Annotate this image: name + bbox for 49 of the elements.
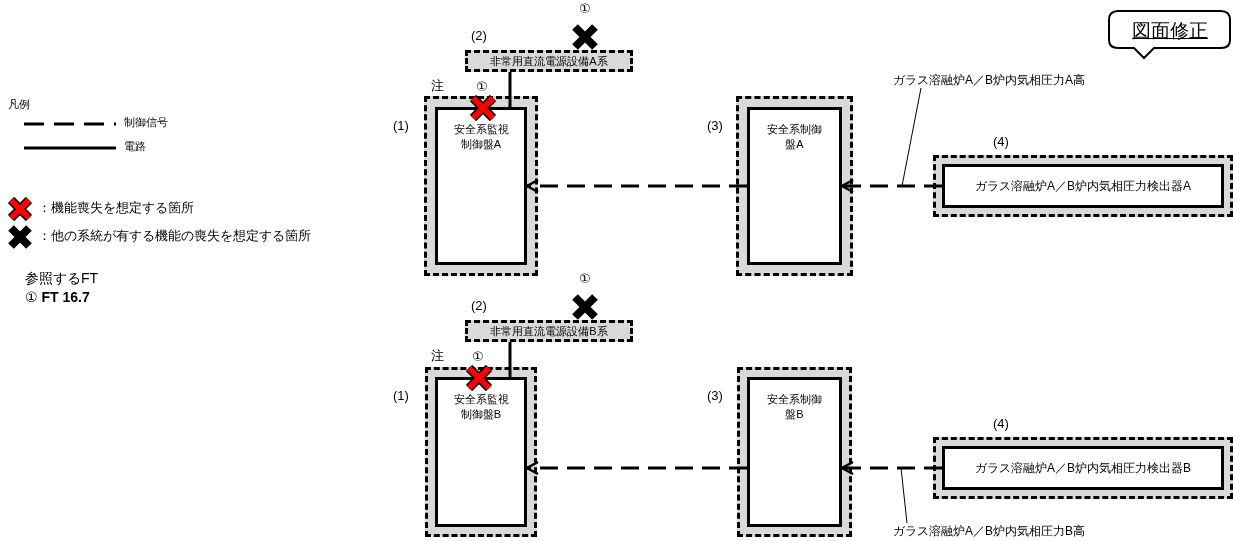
note-mark: 注 — [431, 78, 444, 94]
legend-label: 制御信号 — [124, 116, 168, 130]
part-number: (3) — [707, 118, 723, 134]
part-number: (4) — [993, 134, 1009, 150]
detector-label: ガラス溶融炉A／B炉内気相圧力検出器B — [975, 459, 1191, 477]
arrow — [840, 460, 942, 476]
leader-line — [900, 467, 908, 524]
connector-line — [508, 342, 512, 377]
reference-note: ① FT 16.7 — [25, 289, 90, 306]
panel-box — [747, 107, 842, 265]
callout-number: ① — [579, 271, 591, 287]
equipment-box — [465, 320, 633, 342]
signal-label: ガラス溶融炉A／B炉内気相圧力A高 — [893, 72, 1128, 88]
detector-box — [942, 164, 1224, 208]
detector-label: ガラス溶融炉A／B炉内気相圧力検出器A — [975, 177, 1191, 195]
connector-line — [508, 72, 512, 107]
panel-box — [747, 377, 842, 527]
legend-label: ：機能喪失を想定する箇所 — [38, 200, 194, 216]
reference-heading: 参照するFT — [25, 270, 99, 287]
part-number: (3) — [707, 388, 723, 404]
legend-title: 凡例 — [8, 98, 30, 112]
callout-number: ① — [579, 1, 591, 17]
part-number: (1) — [393, 388, 409, 404]
arrow — [840, 178, 942, 194]
signal-label: ガラス溶融炉A／B炉内気相圧力B高 — [893, 523, 1128, 539]
leader-line — [901, 87, 922, 187]
panel-box — [435, 107, 527, 265]
part-number: (1) — [393, 118, 409, 134]
bubble-label: 図面修正 — [1132, 19, 1208, 43]
equipment-label: 非常用直流電源設備A系 — [490, 53, 608, 69]
arrow — [525, 178, 747, 194]
arrow — [525, 460, 747, 476]
panel-label: 安全系監視制御盤B — [452, 392, 510, 422]
legend-label: 電路 — [124, 140, 146, 154]
callout-number: ① — [472, 349, 484, 365]
panel-label: 安全系監視制御盤A — [452, 122, 510, 152]
part-number: (2) — [471, 28, 487, 44]
speech-bubble — [1108, 10, 1232, 60]
panel-label: 安全系制御盤B — [766, 392, 823, 422]
part-number: (4) — [993, 416, 1009, 432]
detector-box — [942, 446, 1224, 490]
part-number: (2) — [471, 298, 487, 314]
legend-label: ：他の系統が有する機能の喪失を想定する箇所 — [38, 228, 311, 244]
equipment-box — [465, 50, 633, 72]
panel-box — [435, 377, 527, 527]
panel-label: 安全系制御盤A — [766, 122, 823, 152]
equipment-label: 非常用直流電源設備B系 — [490, 323, 608, 339]
note-mark: 注 — [431, 348, 444, 364]
callout-number: ① — [476, 79, 488, 95]
